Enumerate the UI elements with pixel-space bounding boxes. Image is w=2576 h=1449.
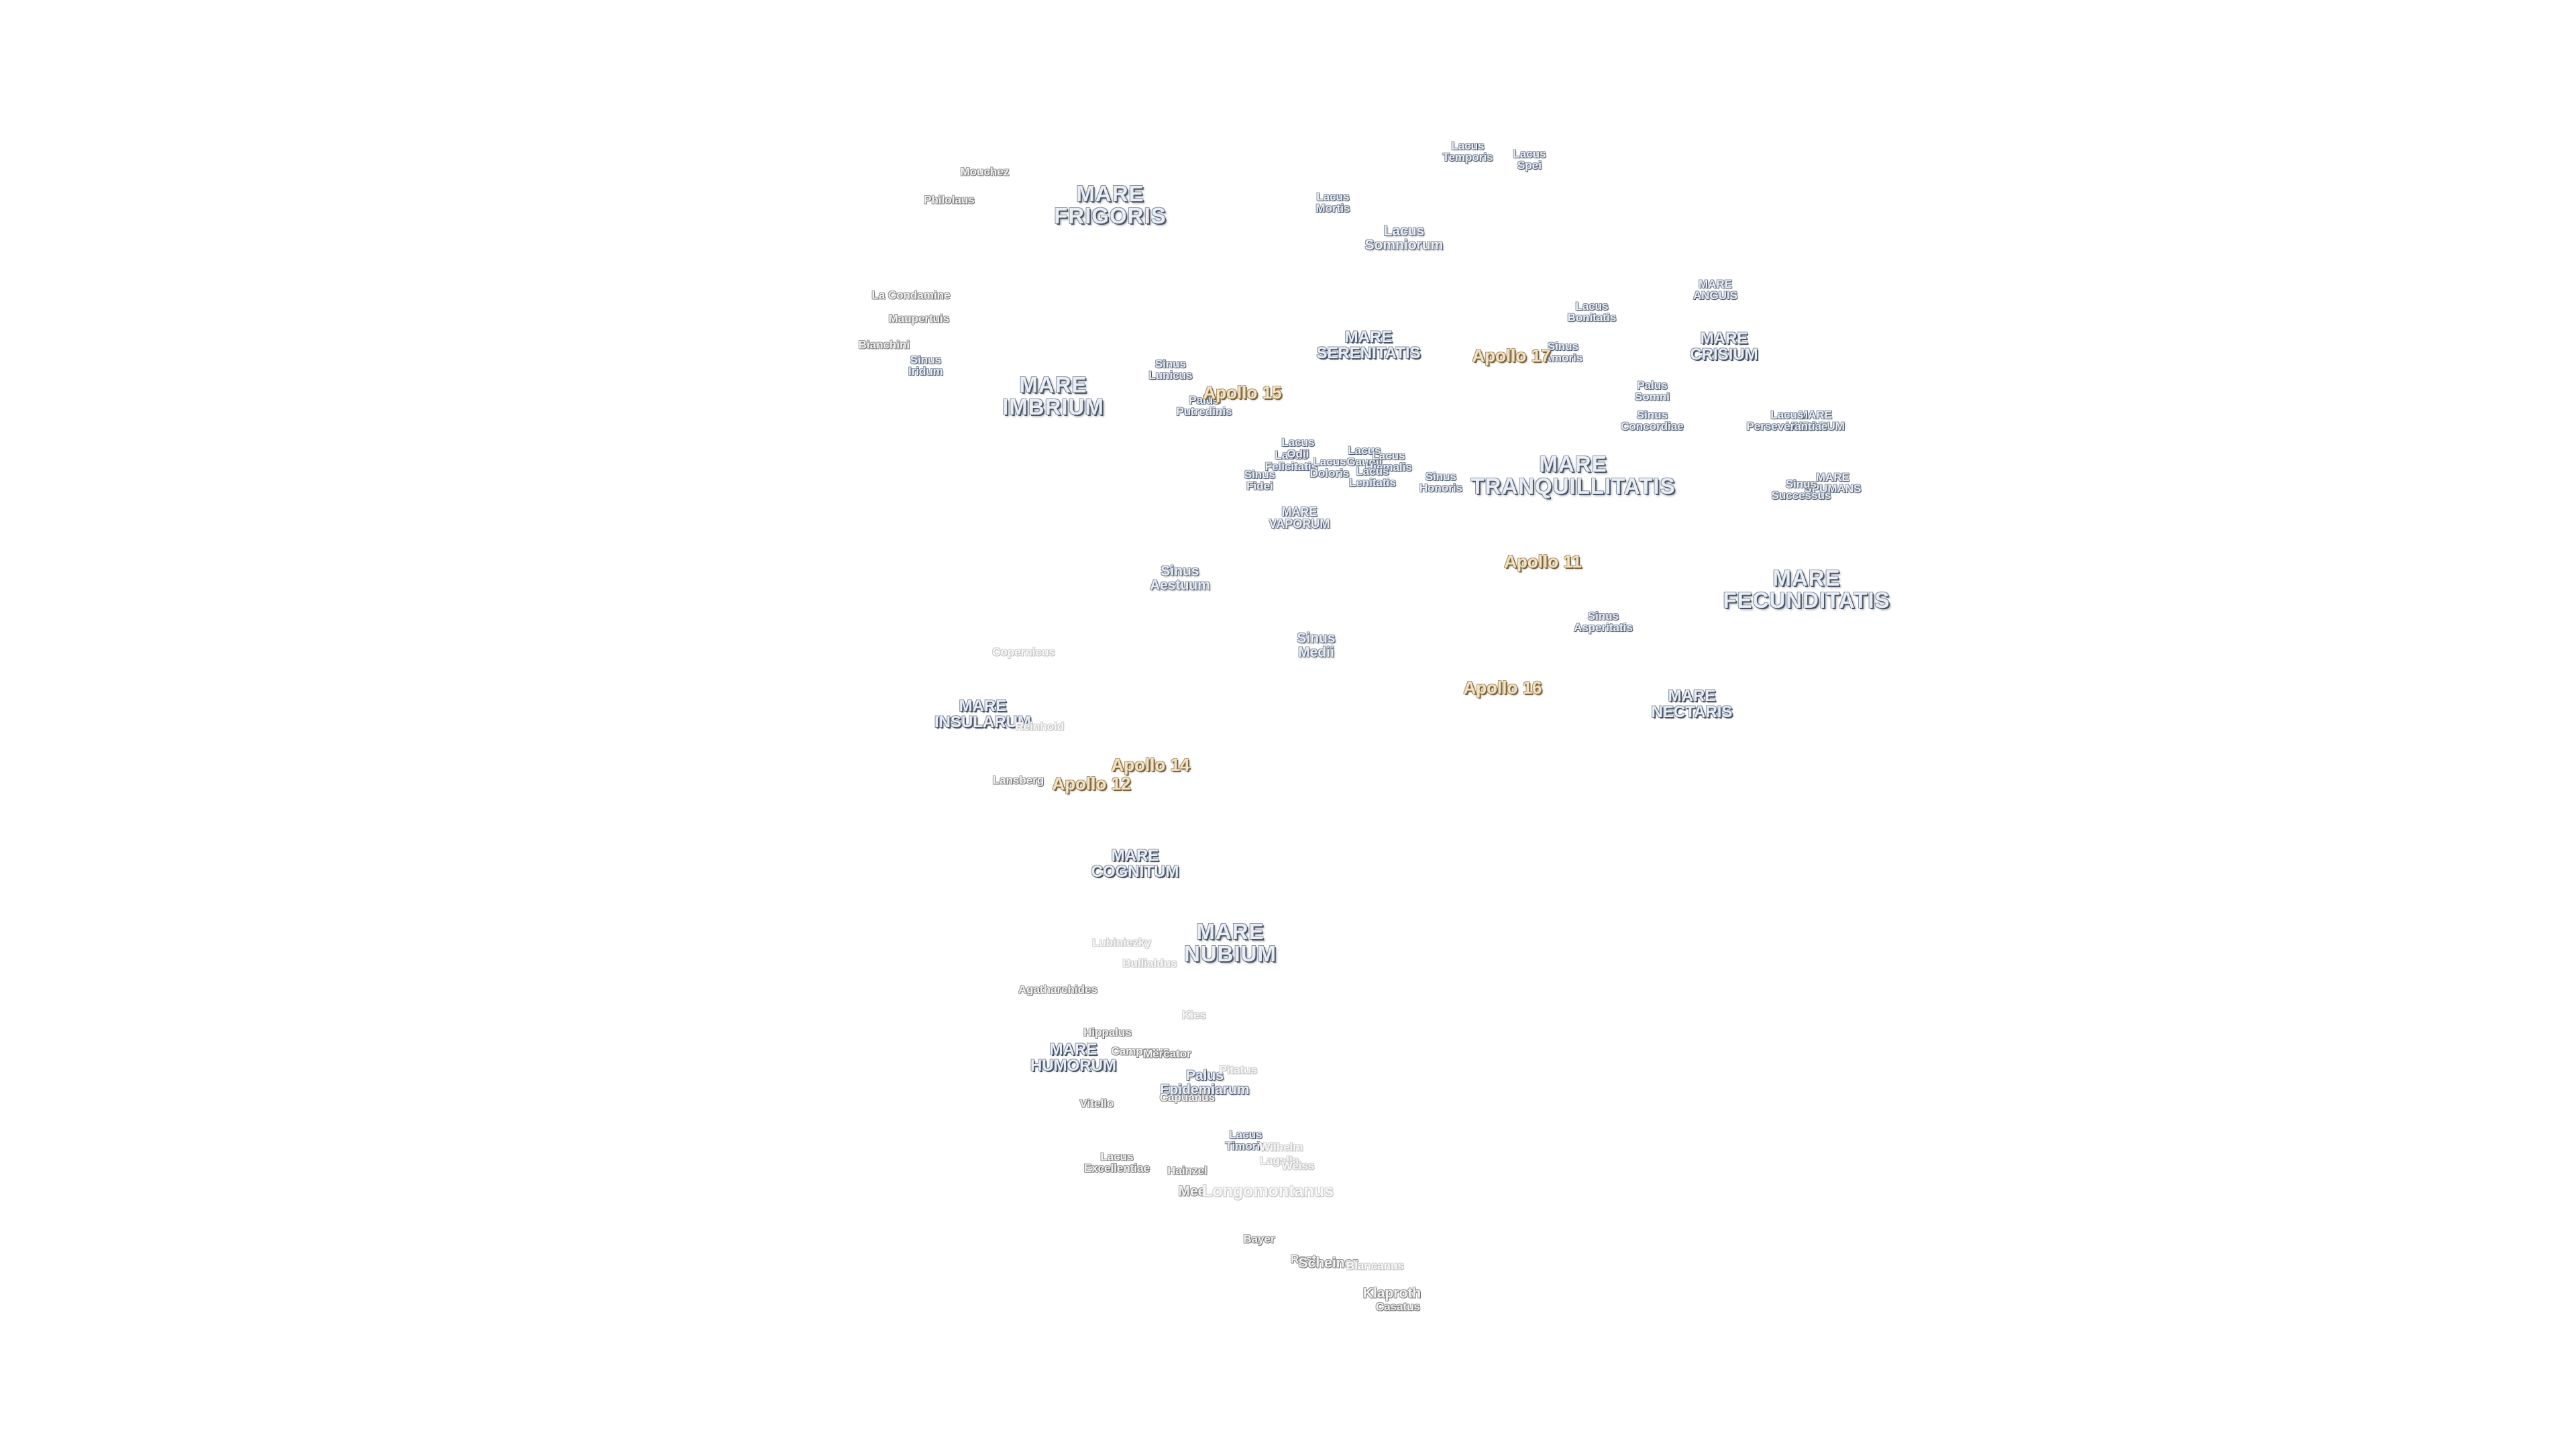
label-crater-reinhold: Reinhold	[1015, 720, 1065, 733]
label-sinus-medii: Sinus Medii	[1297, 631, 1336, 660]
label-mare-cognitum: MARE COGNITUM	[1091, 847, 1179, 881]
label-mare-serenitatis: MARE SERENITATIS	[1316, 328, 1421, 362]
label-crater-campanus: Campanus	[1111, 1044, 1170, 1058]
label-lacus-lenitatis: Lacus Lenitatis	[1349, 465, 1396, 489]
label-sinus-aestuum: Sinus Aestuum	[1150, 564, 1210, 593]
label-palus-putredinis: Palus Putredinis	[1176, 394, 1232, 418]
label-crater-hainzel: Hainzel	[1167, 1164, 1208, 1177]
label-lacus-timoris: Lacus Timoris	[1225, 1128, 1267, 1152]
label-sinus-lunicus: Sinus Lunicus	[1148, 358, 1193, 382]
label-apollo-14: Apollo 14	[1111, 755, 1190, 775]
label-mare-vaporum: MARE VAPORUM	[1269, 505, 1330, 531]
label-lacus-bonitatis: Lacus Bonitatis	[1567, 300, 1617, 324]
label-crater-longomontanus: Longomontanus	[1202, 1181, 1334, 1201]
label-mare-nubium: MARE NUBIUM	[1184, 919, 1277, 966]
label-crater-hippalus: Hippalus	[1083, 1026, 1132, 1039]
label-mare-anguis: MARE ANGUIS	[1693, 278, 1738, 302]
label-mare-nectaris: MARE NECTARIS	[1651, 687, 1733, 721]
label-crater-capuanus: Capuanus	[1159, 1091, 1216, 1104]
label-lacus-hiemalis: Lacus Hiemalis	[1365, 449, 1412, 474]
label-crater-vitello: Vitello	[1079, 1097, 1114, 1110]
label-crater-lubiniezky: Lubiniezky	[1092, 936, 1151, 949]
label-apollo-12: Apollo 12	[1052, 773, 1131, 794]
label-crater-rost: Rost	[1291, 1252, 1316, 1266]
label-lacus-odii: Lacus Odii	[1281, 436, 1315, 460]
label-crater-bayer: Bayer	[1243, 1232, 1275, 1246]
label-crater-pitatus: Pitatus	[1219, 1063, 1258, 1077]
label-apollo-16: Apollo 16	[1463, 678, 1542, 698]
label-crater-bianchini: Bianchini	[858, 338, 910, 352]
label-mare-spumans: MARE SPUMANS	[1804, 471, 1862, 495]
label-crater-weiss: Weiss	[1281, 1159, 1315, 1173]
label-mare-fecunditatis: MARE FECUNDITATIS	[1723, 566, 1890, 612]
label-lacus-gaudii: Lacus Gaudii	[1346, 444, 1383, 468]
label-sinus-successus: Sinus Successus	[1771, 478, 1831, 502]
label-palus-epidemiarum: Palus Epidemiarum	[1160, 1068, 1250, 1097]
label-crater-kies: Kies	[1182, 1008, 1206, 1022]
label-mare-humorum: MARE HUMORUM	[1030, 1040, 1116, 1075]
label-sinus-honoris: Sinus Honoris	[1419, 470, 1463, 494]
label-lacus-temporis: Lacus Temporis	[1442, 140, 1493, 164]
label-crater-blancanus: Blancanus	[1346, 1259, 1404, 1273]
label-crater-mercator: Mercator	[1143, 1047, 1191, 1061]
label-sinus-iridum: Sinus Iridum	[908, 354, 943, 378]
label-mare-tranquillitatis: MARE TRANQUILLITATIS	[1470, 451, 1676, 498]
label-mare-insularum: MARE INSULARUM	[934, 697, 1031, 731]
label-crater-maupertuis: Maupertuis	[888, 312, 950, 325]
label-apollo-11: Apollo 11	[1504, 551, 1582, 572]
label-lacus-excellentiae: Lacus Excellentiae	[1083, 1150, 1150, 1175]
label-mare-undarum: MARE UNDARUM	[1786, 409, 1845, 433]
label-crater-mee: Mee	[1178, 1183, 1206, 1199]
label-sinus-asperitatis: Sinus Asperitatis	[1574, 610, 1633, 634]
label-crater-philolaus: Philolaus	[924, 193, 975, 207]
label-lacus-mortis: Lacus Mortis	[1316, 191, 1350, 215]
label-crater-wilhelm: Wilhelm	[1259, 1140, 1303, 1154]
label-sinus-concordiae: Sinus Concordiae	[1621, 409, 1684, 433]
label-apollo-17: Apollo 17	[1472, 345, 1551, 366]
label-palus-somni: Palus Somni	[1635, 379, 1670, 403]
label-crater-agatharchides: Agatharchides	[1018, 983, 1098, 996]
label-lacus-doloris: Lacus Doloris	[1309, 455, 1350, 480]
label-crater-klaproth: Klaproth	[1362, 1285, 1421, 1301]
label-lacus-spei: Lacus Spei	[1513, 148, 1546, 172]
label-mare-crisium: MARE CRISIUM	[1690, 329, 1758, 364]
label-lacus-somniorum: Lacus Somniorum	[1364, 223, 1444, 253]
label-crater-lansberg: Lansberg	[992, 773, 1044, 787]
label-crater-mouchez: Mouchez	[960, 165, 1010, 178]
label-sinus-fidei: Sinus Fidei	[1244, 468, 1276, 492]
label-crater-casatus: Casatus	[1375, 1300, 1421, 1313]
label-apollo-15: Apollo 15	[1203, 382, 1282, 402]
label-crater-copernicus: Copernicus	[992, 645, 1055, 659]
label-crater-la-condamine: La Condamine	[871, 288, 951, 302]
label-sinus-amoris: Sinus Amoris	[1543, 340, 1583, 364]
label-crater-lagalla: Lagalla	[1259, 1154, 1299, 1167]
label-mare-imbrium: MARE IMBRIUM	[1002, 372, 1104, 419]
label-crater-bullialdus: Bullialdus	[1122, 957, 1177, 970]
label-mare-frigoris: MARE FRIGORIS	[1054, 181, 1167, 228]
label-lacus-perseverantiae: Lacus Perseverantiae	[1746, 409, 1828, 433]
label-lacus-felicitatis: Lacus Felicitatis	[1265, 449, 1318, 473]
label-crater-scheiner: Scheiner	[1298, 1255, 1358, 1271]
